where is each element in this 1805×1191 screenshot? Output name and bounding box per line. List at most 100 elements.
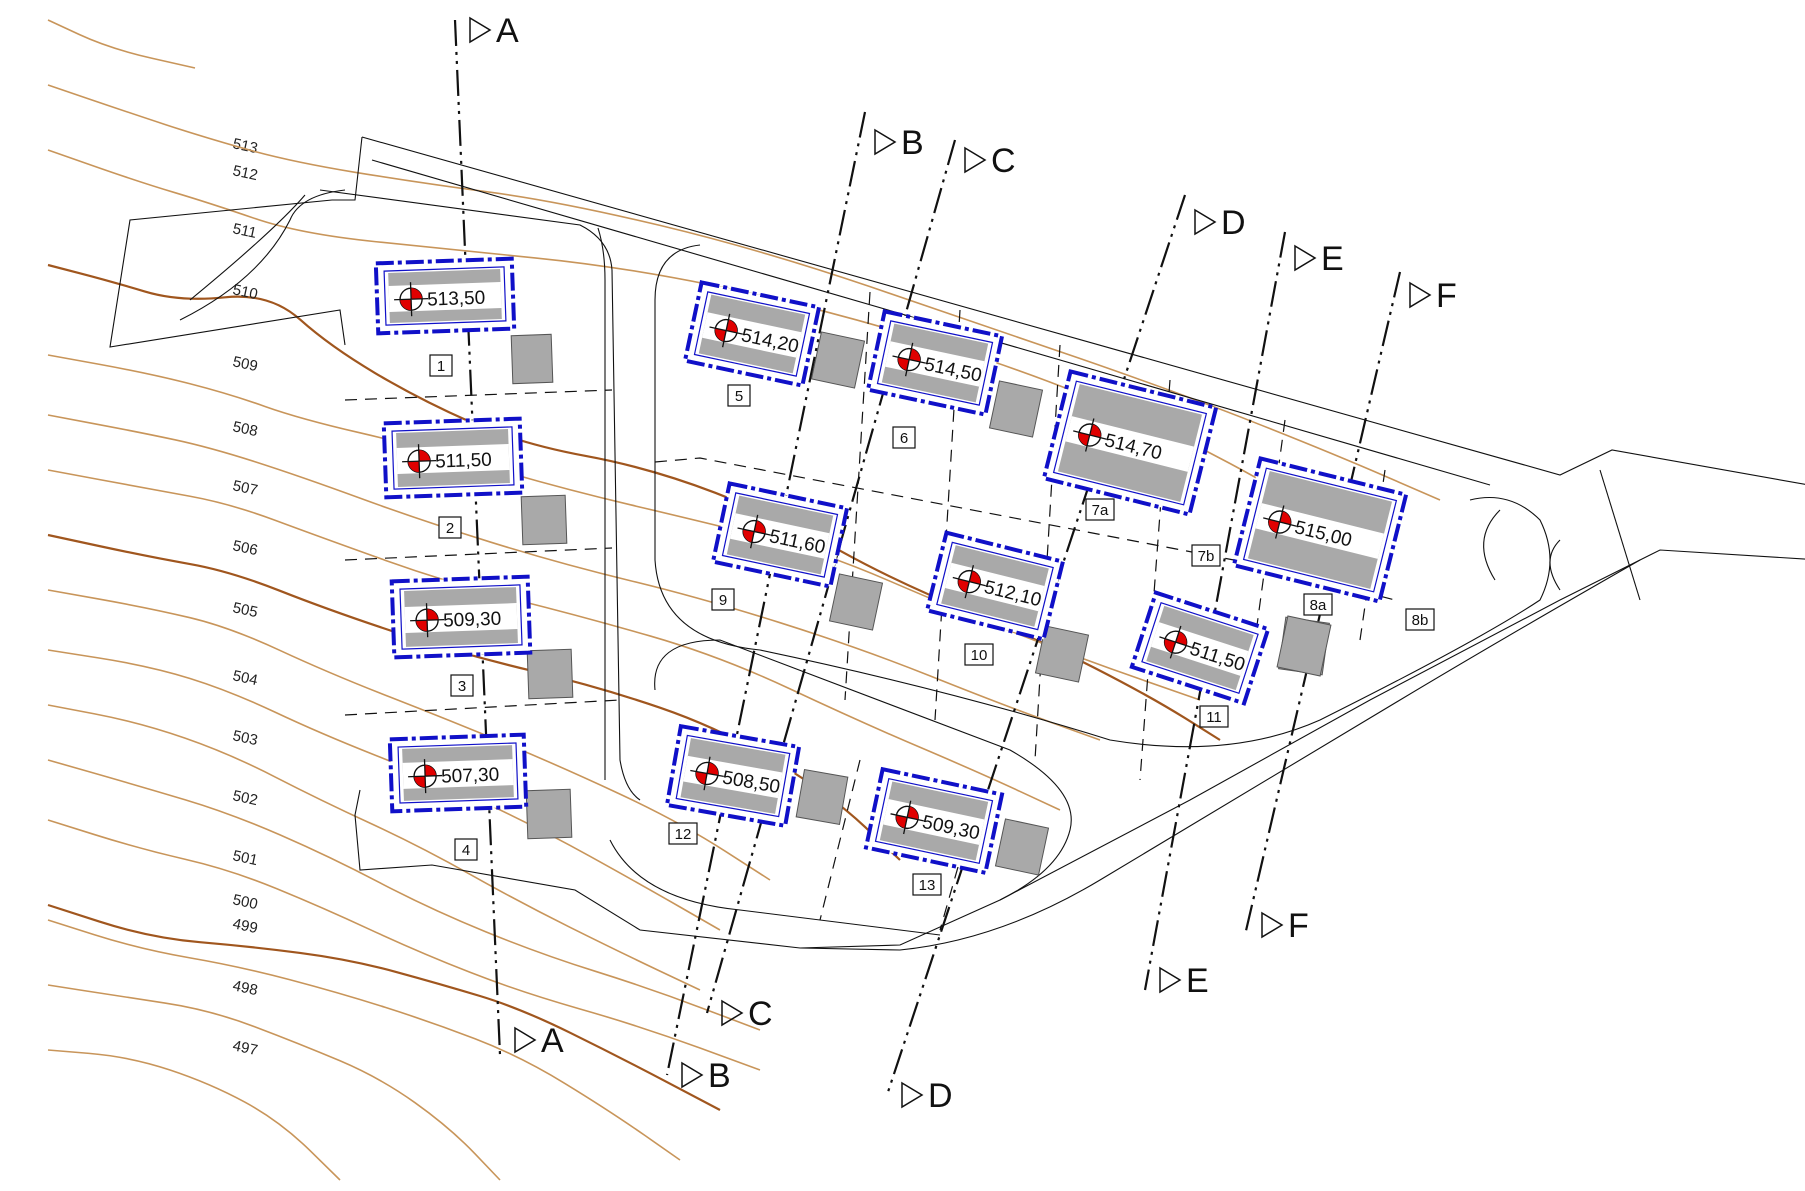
contour-line-512 — [47, 84, 1441, 501]
house-inner-outline — [397, 742, 519, 804]
plot-number-label: 3 — [458, 678, 466, 695]
garage — [526, 648, 574, 700]
benchmark-icon — [1263, 505, 1297, 539]
house-footprint: 513,50 — [373, 256, 517, 336]
plot-boundary-line — [819, 759, 861, 921]
floor-elevation-label: 511,50 — [435, 450, 492, 473]
house-plot-5: 514,205 — [682, 280, 866, 407]
house-inner-outline — [1242, 467, 1398, 593]
road-edge-line — [799, 559, 1641, 951]
section-arrow-icon — [1409, 281, 1432, 309]
house-footprint: 511,60 — [710, 481, 850, 589]
contour-label: 508 — [231, 418, 259, 440]
plot-boundary-line — [344, 699, 621, 716]
plot-number-label: 10 — [971, 647, 988, 664]
contour-label: 504 — [231, 667, 259, 689]
house-plot-1: 513,50 1 — [373, 256, 554, 385]
house-inner-outline — [675, 734, 791, 818]
section-label-C-end: C — [748, 995, 773, 1033]
contour-line-504 — [47, 649, 721, 931]
house-plot-7b: 7b — [1191, 544, 1221, 567]
plot-number-box — [912, 873, 942, 896]
house-footprint: 507,30 — [387, 732, 529, 814]
section-label-B-start: B — [901, 124, 924, 162]
contour-line-501 — [47, 819, 761, 1071]
contour-line-500 — [47, 903, 721, 1111]
section-line-E — [1143, 231, 1287, 991]
contour-line-498 — [47, 984, 501, 1181]
benchmark-icon — [394, 282, 429, 317]
contour-line-503 — [47, 704, 701, 991]
contour-line-508 — [47, 414, 1101, 741]
road-edge-line — [189, 194, 306, 301]
plot-number-label: 12 — [675, 826, 692, 843]
section-label-A-start: A — [496, 12, 519, 50]
road-edge-line — [609, 839, 941, 936]
plot-number-box — [668, 822, 698, 845]
contour-label: 499 — [231, 915, 259, 937]
floor-elevation-label: 509,30 — [443, 609, 502, 632]
section-label-B-end: B — [708, 1057, 731, 1095]
contour-label: 498 — [231, 977, 259, 999]
contour-label: 505 — [231, 599, 259, 621]
benchmark-icon — [709, 313, 743, 348]
section-arrow-icon — [1261, 911, 1284, 939]
plot-boundary-line — [344, 547, 613, 561]
house-footprint: 509,30 — [389, 574, 533, 660]
section-label-C-start: C — [991, 142, 1016, 180]
road-edge-line — [1483, 509, 1501, 581]
section-label-F-end: F — [1288, 907, 1309, 945]
house-footprint: 514,50 — [865, 309, 1005, 417]
road-edge-line — [109, 136, 363, 348]
plot-number-box — [429, 354, 453, 377]
house-inner-outline — [721, 492, 839, 578]
house-inner-outline — [693, 291, 811, 377]
plot-number-box — [727, 384, 751, 407]
contour-label: 497 — [231, 1037, 259, 1059]
road-and-site-outline — [109, 136, 1805, 951]
contour-line-513 — [47, 19, 196, 69]
road-edge-line — [597, 227, 606, 780]
house-inner-outline — [391, 426, 515, 490]
plot-boundary-line — [1034, 344, 1061, 761]
plot-number-box — [450, 674, 474, 697]
benchmark-icon — [410, 603, 445, 638]
house-inner-outline — [876, 320, 994, 406]
plot-number-label: 5 — [735, 388, 743, 405]
section-arrow-icon — [1159, 966, 1182, 994]
garage — [525, 788, 573, 840]
house-plots: 513,501511,502509,303507,304514,205514,5… — [373, 256, 1435, 896]
plot-number-label: 8b — [1412, 612, 1429, 629]
plot-number-label: 7a — [1092, 502, 1109, 519]
road-edge-line — [654, 639, 1072, 901]
plot-number-box — [438, 516, 462, 539]
contour-label: 510 — [231, 281, 259, 303]
section-arrow-icon — [964, 146, 987, 174]
contour-line-497 — [47, 1049, 341, 1181]
road-edge-line — [654, 244, 1551, 748]
benchmark-icon — [690, 756, 724, 791]
section-arrow-icon — [469, 16, 492, 44]
section-line-B — [665, 111, 867, 1076]
house-inner-outline — [1052, 380, 1208, 506]
contour-lines: 5135125115105095085075065055045035025015… — [47, 19, 1441, 1181]
road-edge-line — [319, 189, 641, 801]
contour-label: 506 — [231, 537, 259, 559]
plot-number-box — [1085, 498, 1115, 521]
section-label-E-start: E — [1321, 240, 1344, 278]
road-edge-line — [354, 136, 1805, 949]
section-arrow-icon — [1194, 208, 1217, 236]
plot-number-label: 4 — [462, 842, 470, 859]
benchmark-icon — [1159, 625, 1192, 659]
plot-number-label: 1 — [437, 358, 445, 375]
garage — [828, 573, 884, 631]
house-inner-outline — [936, 541, 1054, 631]
contour-label: 511 — [231, 220, 258, 242]
house-footprint: 508,50 — [664, 723, 802, 829]
garage — [1276, 615, 1332, 677]
garage — [810, 331, 866, 389]
plot-number-box — [454, 838, 478, 861]
